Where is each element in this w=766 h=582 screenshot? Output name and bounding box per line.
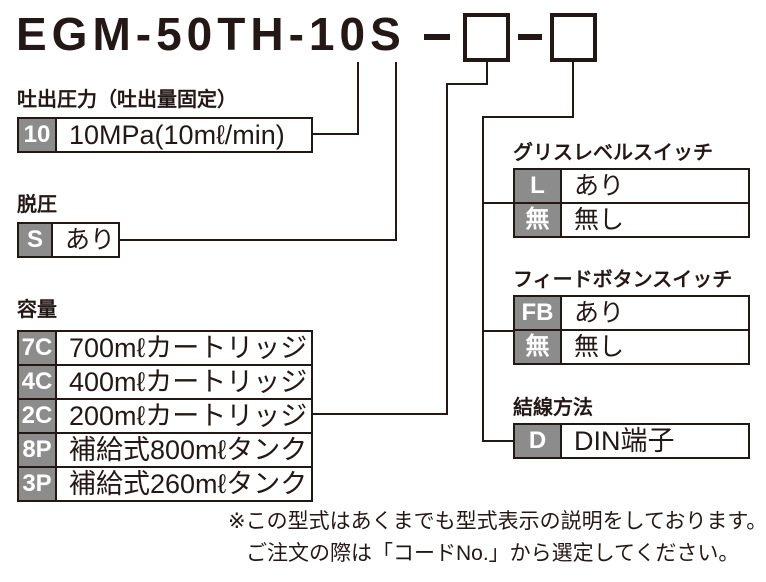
table-row: S あり xyxy=(17,222,120,258)
model-placeholder-box-1 xyxy=(463,13,510,62)
value-cell: あり xyxy=(65,225,116,254)
table-row: D DIN端子 xyxy=(513,423,750,459)
code-cell: 無 xyxy=(515,204,562,236)
value-cell: DIN端子 xyxy=(574,425,675,456)
table-capacity: 7C 700mℓカートリッジ 4C 400mℓカートリッジ 2C 200mℓカー… xyxy=(17,330,313,502)
table-pressure: 10 10MPa(10mℓ/min) xyxy=(17,117,313,153)
note-line-1: ※この型式はあくまでも型式表示の説明をしております。 xyxy=(228,510,766,533)
code-cell: 2C xyxy=(19,400,57,432)
value-cell: 400mℓカートリッジ xyxy=(69,366,308,397)
value-cell: 200mℓカートリッジ xyxy=(69,400,308,431)
value-cell: 700mℓカートリッジ xyxy=(69,332,308,363)
table-row: 3P 補給式260mℓタンク xyxy=(17,466,313,502)
code-cell: L xyxy=(515,170,562,202)
value-cell: 無し xyxy=(574,332,625,361)
table-release: S あり xyxy=(17,222,120,258)
model-dash-separator xyxy=(518,34,542,40)
code-cell: 7C xyxy=(19,332,57,364)
table-row: L あり xyxy=(513,168,750,204)
code-cell: D xyxy=(515,425,562,457)
table-row: FB あり xyxy=(513,295,750,331)
table-row: 8P 補給式800mℓタンク xyxy=(17,432,313,468)
section-title-pressure: 吐出圧力（吐出量固定） xyxy=(17,89,237,111)
value-cell: 補給式800mℓタンク xyxy=(69,434,308,465)
value-cell: あり xyxy=(574,171,625,200)
note-line-2: ご注文の際は「コードNo.」から選定してください。 xyxy=(246,542,740,565)
code-cell: FB xyxy=(515,297,562,329)
section-title-capacity: 容量 xyxy=(17,299,57,321)
code-cell: 3P xyxy=(19,468,57,500)
table-row: 4C 400mℓカートリッジ xyxy=(17,364,313,400)
code-cell: 8P xyxy=(19,434,57,466)
model-dash-separator xyxy=(424,34,450,40)
value-cell: 補給式260mℓタンク xyxy=(69,468,308,499)
code-cell: 10 xyxy=(19,119,57,151)
table-feed-button-switch: FB あり 無 無し xyxy=(513,295,750,365)
value-cell: あり xyxy=(574,298,625,327)
value-cell: 10MPa(10mℓ/min) xyxy=(69,119,285,150)
code-cell: 4C xyxy=(19,366,57,398)
table-row: 7C 700mℓカートリッジ xyxy=(17,330,313,366)
value-cell: 無し xyxy=(574,205,625,234)
connector-options-trunk xyxy=(482,62,574,442)
section-title-feed-button-switch: フィードボタンスイッチ xyxy=(513,269,733,291)
table-grease-level-switch: L あり 無 無し xyxy=(513,168,750,238)
table-wiring-method: D DIN端子 xyxy=(513,423,750,459)
code-cell: S xyxy=(19,224,53,256)
model-placeholder-box-2 xyxy=(550,13,597,62)
connector-capacity xyxy=(311,62,488,415)
model-number-title: EGM-50TH-10S xyxy=(16,8,406,60)
table-row: 10 10MPa(10mℓ/min) xyxy=(17,117,313,153)
connector-pressure xyxy=(311,62,359,135)
table-row: 無 無し xyxy=(513,329,750,365)
table-row: 2C 200mℓカートリッジ xyxy=(17,398,313,434)
code-cell: 無 xyxy=(515,331,562,363)
table-row: 無 無し xyxy=(513,202,750,238)
section-title-grease-level-switch: グリスレベルスイッチ xyxy=(513,142,713,164)
section-title-wiring-method: 結線方法 xyxy=(513,397,593,419)
section-title-release: 脱圧 xyxy=(17,194,57,216)
